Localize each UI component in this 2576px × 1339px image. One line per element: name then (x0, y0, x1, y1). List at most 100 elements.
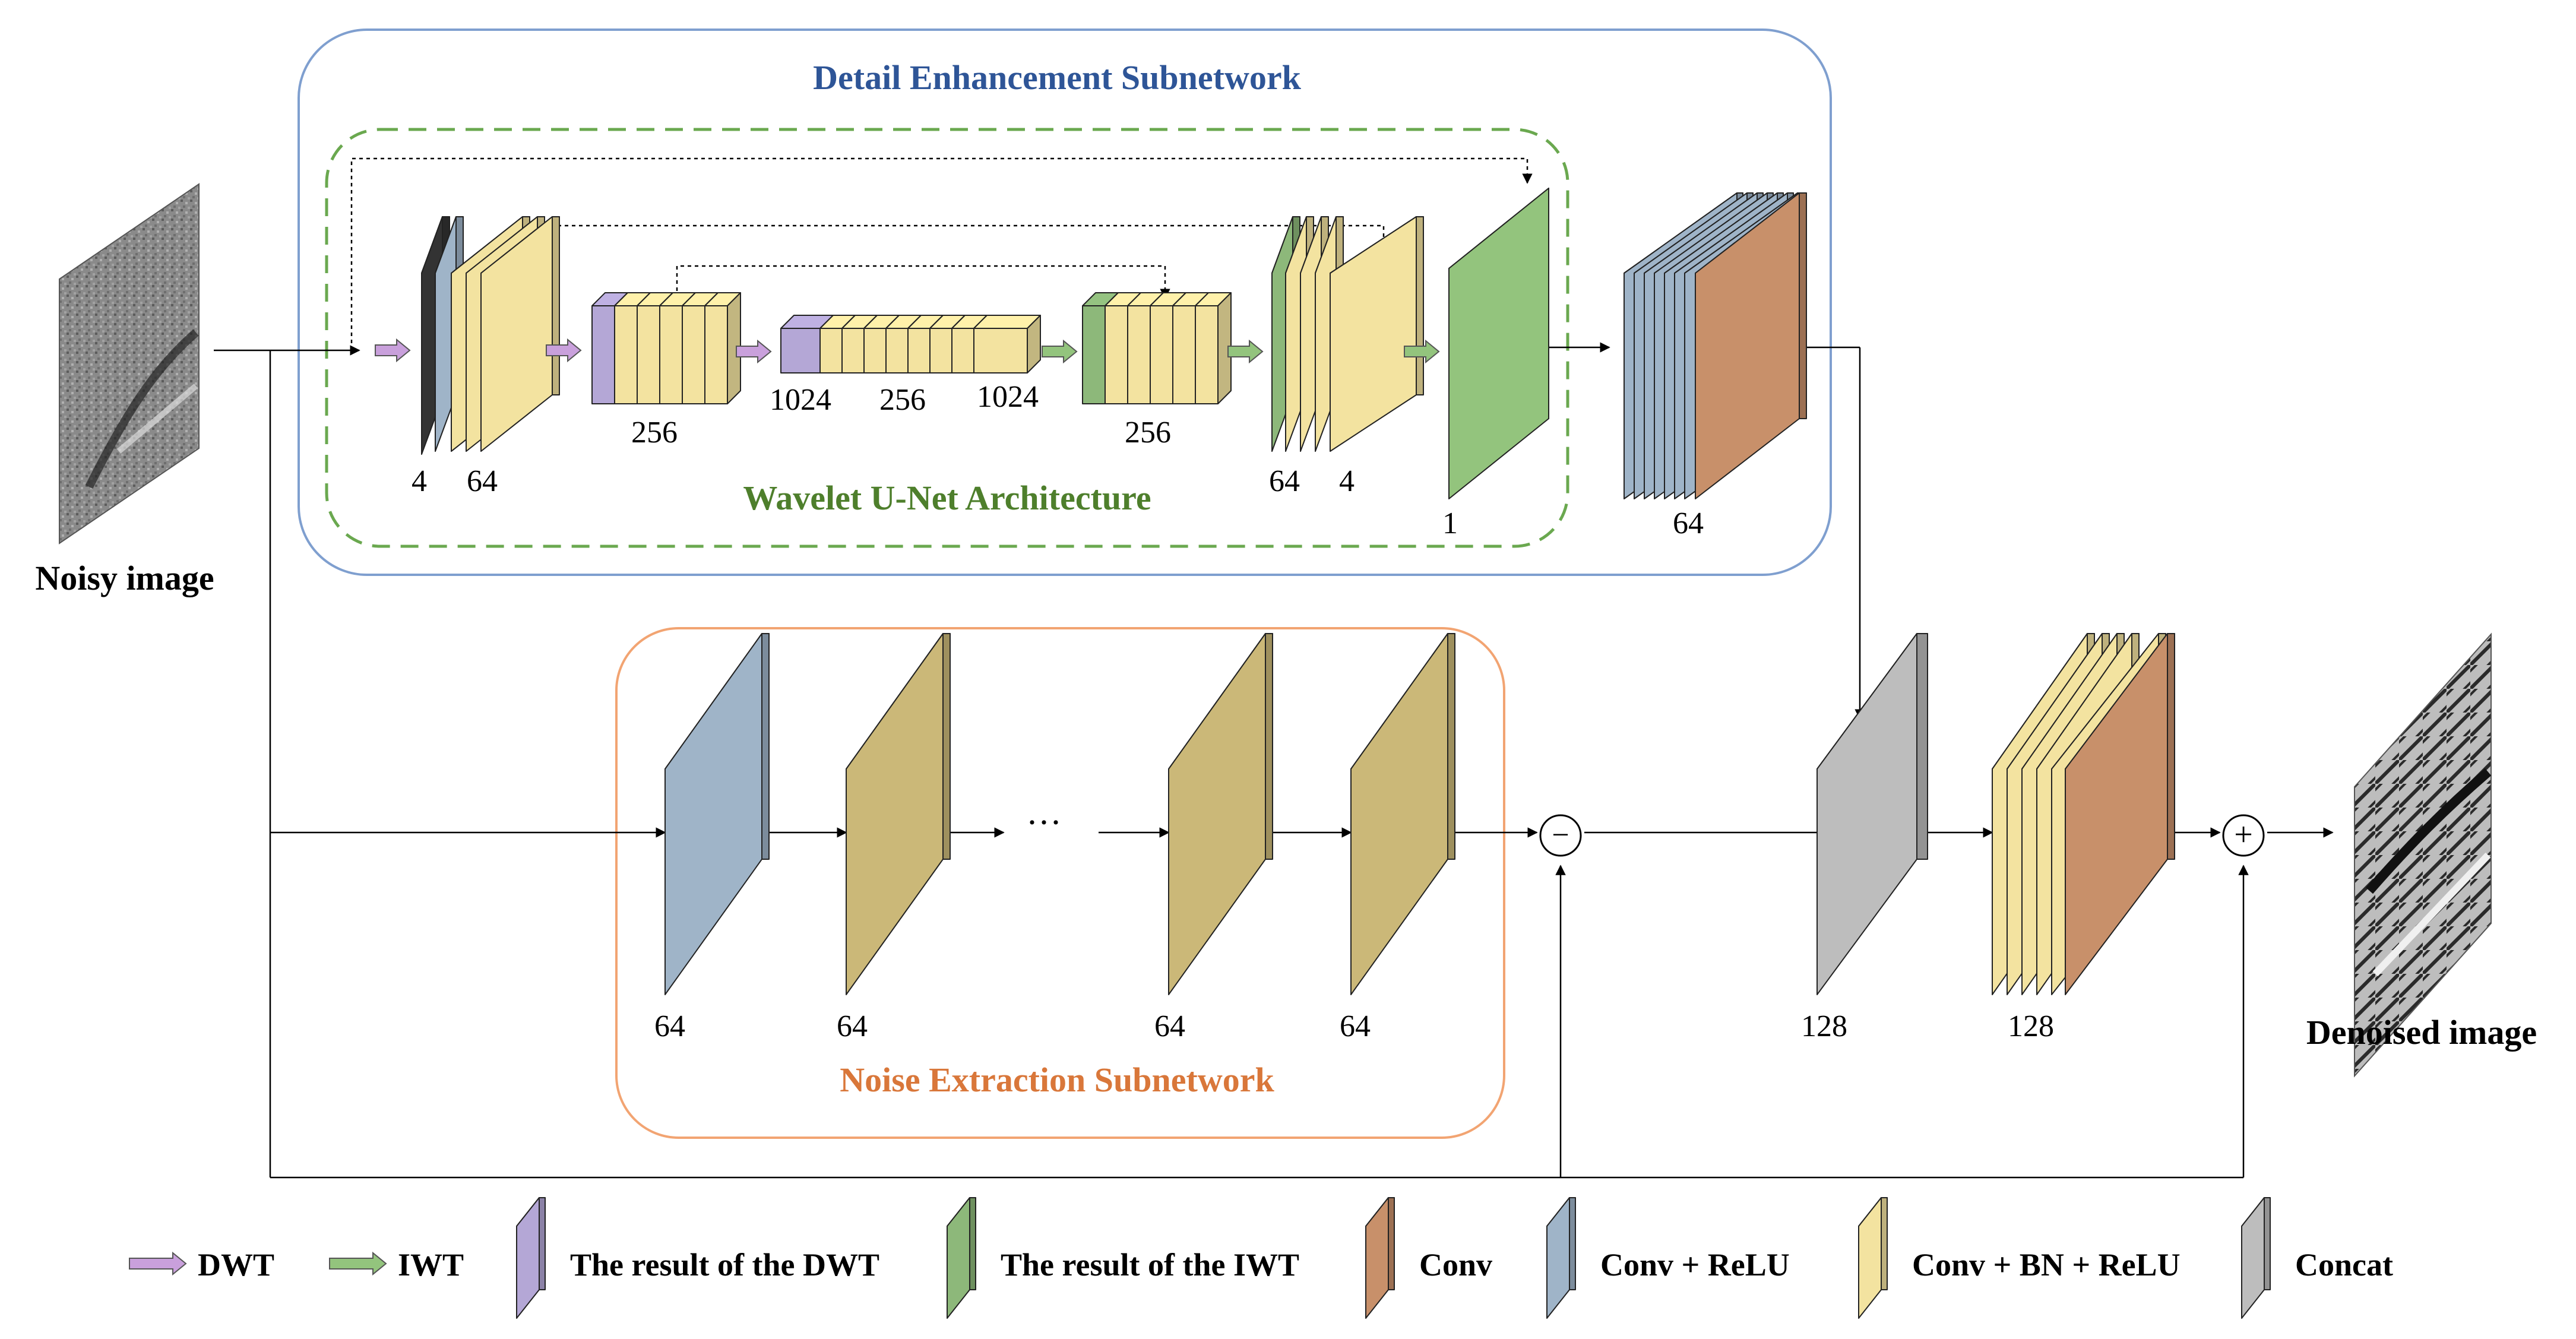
label-noise-ellipsis: ··· (1026, 803, 1062, 842)
detail-enhancement-box (298, 29, 1832, 576)
noise-conv-bn-relu-plate-3-front (1350, 633, 1448, 995)
noise-conv-bn-relu-plate-2 (1168, 633, 1273, 995)
noise-conv-bn-relu-plate-3-side (1447, 633, 1455, 860)
label-mid-channels-1024b: 1024 (977, 380, 1039, 414)
concat-plate-front (1817, 633, 1917, 995)
enc2-conv-bn-relu-block-4-front (682, 305, 705, 404)
dec1-conv-bn-relu-plate-4-front (1330, 216, 1417, 452)
dec2-conv-bn-relu-block-5-front (1195, 305, 1219, 404)
detail-conv-plate-side (1799, 192, 1807, 419)
dwt-arrow-2 (546, 338, 582, 363)
dec2-conv-bn-relu-block-2-front (1127, 305, 1151, 404)
iwt-result-plate-icon-front (947, 1197, 970, 1319)
label-enc1-channels-4: 4 (412, 464, 427, 498)
noise-conv-bn-relu-plate-1 (846, 633, 951, 995)
legend-label: Conv (1419, 1247, 1492, 1283)
label-enc2-channels: 256 (631, 416, 678, 450)
mid-conv-bn-relu-block-8 (973, 315, 1041, 373)
noisy-image (59, 183, 200, 545)
unet-output-plate-front (1448, 188, 1549, 499)
iwt-arrow-2 (1227, 339, 1264, 364)
mid-dwt-result-block-front (780, 328, 821, 373)
legend-item-conv-bn-relu-plate: Conv + BN + ReLU (1858, 1197, 2181, 1319)
dwt-result-plate-icon (516, 1197, 546, 1319)
dec2-conv-bn-relu-block-5 (1195, 292, 1232, 404)
detail-conv-plate (1695, 192, 1807, 499)
mid-conv-bn-relu-block-4-front (885, 328, 909, 373)
legend-item-iwt-result-plate: The result of the IWT (947, 1197, 1299, 1319)
legend-label: Conv + BN + ReLU (1912, 1247, 2181, 1283)
legend-item-dwt-arrow: DWT (129, 1247, 274, 1283)
detail-enhancement-title: Detail Enhancement Subnetwork (813, 58, 1301, 97)
conv-plate-icon-front (1365, 1197, 1389, 1319)
concat-plate-icon-front (2241, 1197, 2265, 1319)
dec2-conv-bn-relu-block-1-front (1105, 305, 1128, 404)
label-dec2-channels: 256 (1125, 416, 1171, 450)
mid-conv-bn-relu-block-1-front (819, 328, 843, 373)
conv-bn-relu-plate-icon-front (1858, 1197, 1882, 1319)
wavelet-unet-title: Wavelet U-Net Architecture (743, 479, 1151, 517)
noise-conv-relu-plate-front (664, 633, 762, 995)
concat-plate-side (1916, 633, 1928, 860)
legend-label: IWT (398, 1247, 464, 1283)
enc2-conv-bn-relu-block-5-front (704, 305, 728, 404)
iwt-result-plate-icon (947, 1197, 976, 1319)
label-enc1-channels-64: 64 (467, 464, 498, 498)
dec1-conv-bn-relu-plate-4-side (1416, 216, 1424, 395)
concat-plate-icon (2241, 1197, 2271, 1319)
dec2-conv-bn-relu-block-4-front (1172, 305, 1196, 404)
legend: DWT IWT The result of the DWT The result of… (129, 1197, 2393, 1319)
noise-conv-bn-relu-plate-1-side (942, 633, 951, 860)
denoised-image (2354, 632, 2492, 1078)
enc2-conv-bn-relu-block-1-front (614, 305, 638, 404)
conv-bn-relu-plate-icon-side (1881, 1197, 1888, 1290)
denoised-image-label: Denoised image (2306, 1013, 2537, 1052)
fusion-conv-plate (2065, 633, 2175, 995)
iwt-result-plate-icon-side (969, 1197, 976, 1290)
enc2-conv-bn-relu-block-5 (704, 292, 741, 404)
fusion-conv-plate-front (2065, 633, 2168, 995)
noise-conv-bn-relu-plate-3 (1350, 633, 1455, 995)
legend-label: The result of the IWT (1001, 1247, 1299, 1283)
enc2-conv-bn-relu-block-2-front (637, 305, 660, 404)
label-noise-layer2: 64 (837, 1009, 868, 1043)
legend-label: DWT (198, 1247, 274, 1283)
enc2-dwt-result-block-front (591, 305, 615, 404)
unet-output-plate (1448, 188, 1549, 499)
mid-conv-bn-relu-block-5-front (907, 328, 931, 373)
mid-conv-bn-relu-block-7-front (951, 328, 974, 373)
label-dec1-channels-64: 64 (1269, 464, 1300, 498)
label-dec1-channels-4: 4 (1339, 464, 1355, 498)
iwt-arrow-icon (329, 1251, 387, 1276)
conv-relu-plate-icon (1546, 1197, 1576, 1319)
label-mid-channels-256: 256 (879, 383, 926, 417)
dwt-arrow-3 (736, 339, 772, 364)
mid-conv-bn-relu-block-3-front (863, 328, 887, 373)
iwt-arrow-1 (1042, 339, 1078, 364)
legend-item-conv-plate: Conv (1365, 1197, 1492, 1319)
legend-item-concat-plate: Concat (2241, 1197, 2393, 1319)
dwt-arrow-icon (129, 1251, 187, 1276)
legend-label: Conv + ReLU (1600, 1247, 1790, 1283)
mid-conv-bn-relu-block-8-front (973, 328, 1028, 373)
label-noise-layer3: 64 (1154, 1009, 1185, 1043)
noise-conv-bn-relu-plate-2-front (1168, 633, 1266, 995)
svg-text:+: + (2234, 816, 2253, 853)
noise-conv-relu-plate-side (761, 633, 770, 860)
legend-item-conv-relu-plate: Conv + ReLU (1546, 1197, 1790, 1319)
svg-text:−: − (1552, 818, 1569, 852)
label-fusion-channels: 128 (2008, 1009, 2054, 1043)
dec2-conv-bn-relu-block-3-front (1150, 305, 1173, 404)
conv-bn-relu-plate-icon (1858, 1197, 1888, 1319)
legend-item-iwt-arrow: IWT (329, 1247, 464, 1283)
label-mid-channels-1024a: 1024 (770, 383, 831, 417)
dec2-iwt-result-block-front (1082, 305, 1106, 404)
label-unet-output-channels: 1 (1442, 507, 1458, 540)
noisy-image-label: Noisy image (35, 559, 214, 597)
noise-conv-bn-relu-plate-1-front (846, 633, 944, 995)
noise-conv-relu-plate (664, 633, 770, 995)
legend-label: The result of the DWT (570, 1247, 879, 1283)
iwt-arrow-3 (1404, 339, 1440, 364)
noise-extraction-box (615, 627, 1505, 1139)
subtract-operator: − (1539, 814, 1582, 857)
